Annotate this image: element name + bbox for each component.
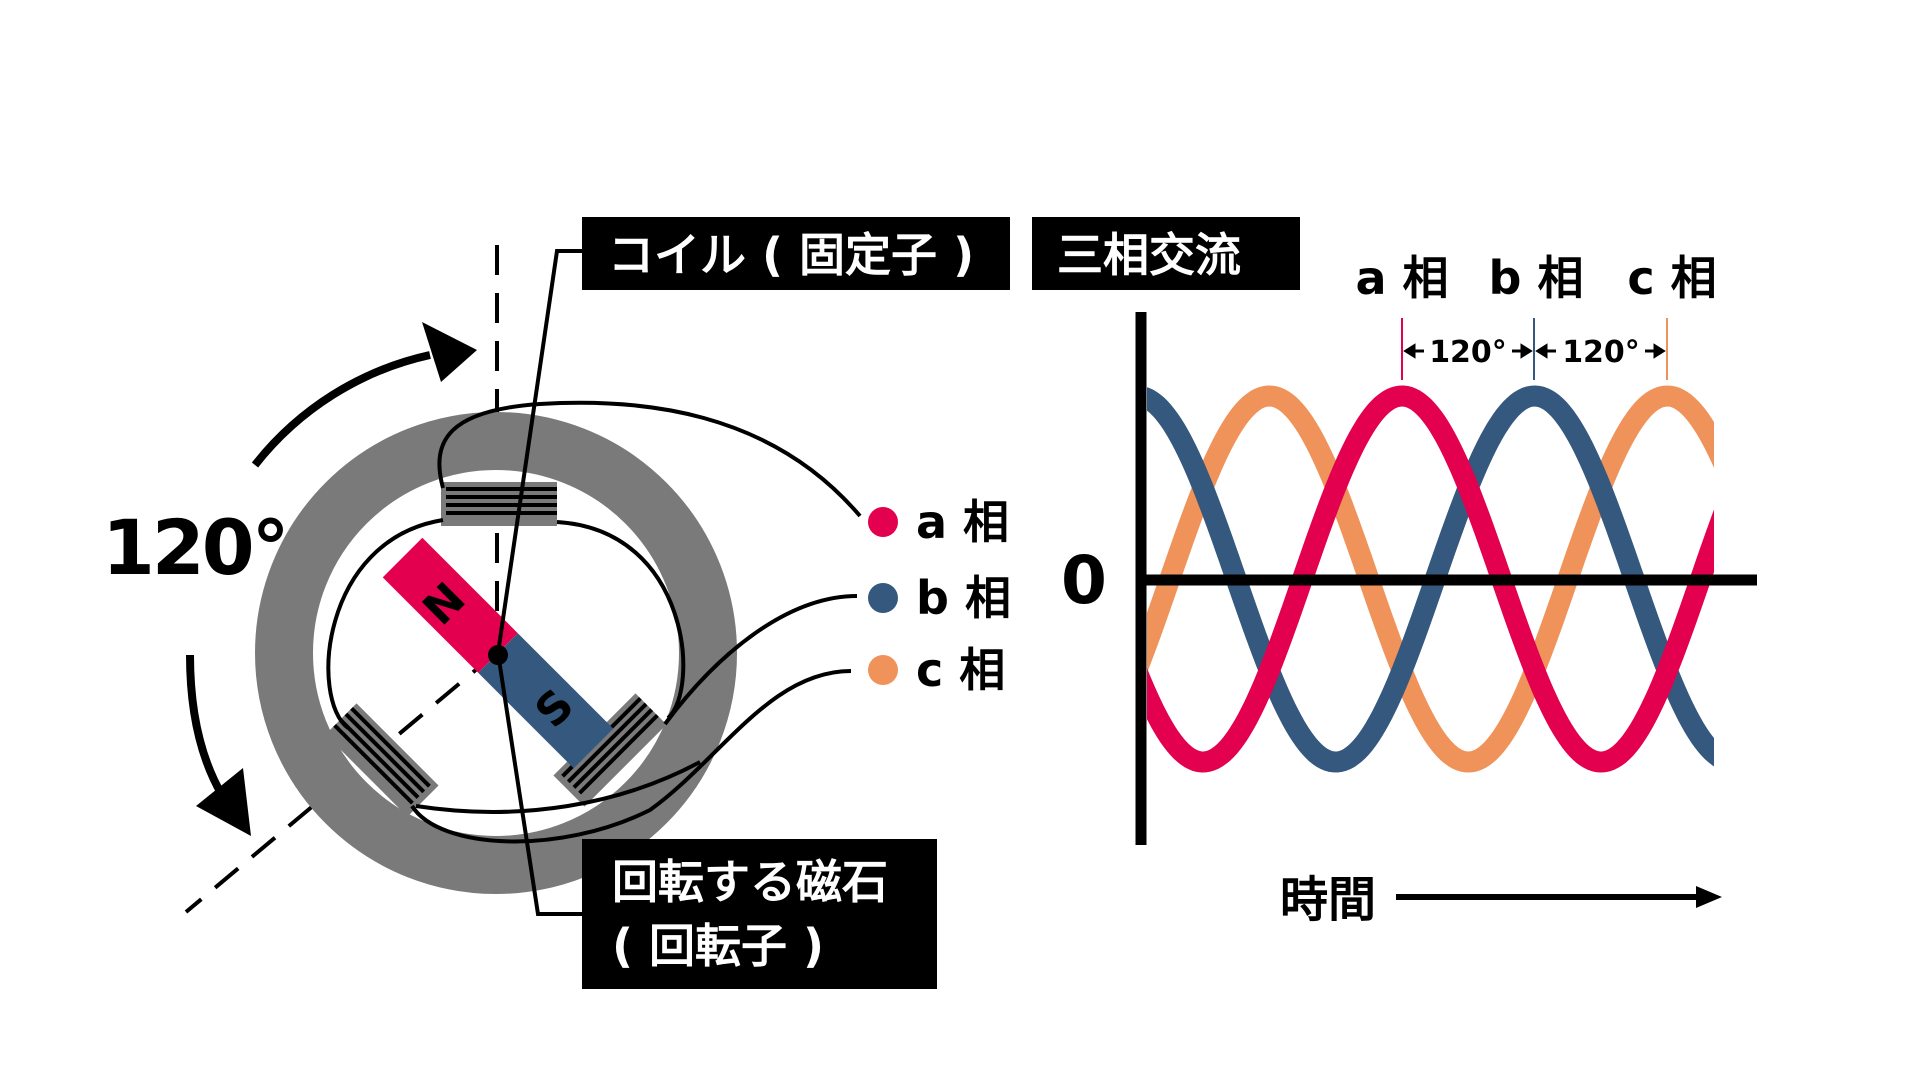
phase-gap-arrows (1403, 343, 1666, 359)
angle-label: 120° (102, 503, 287, 592)
arrowhead-lower-icon (196, 768, 251, 836)
three-phase-title: 三相交流 (1057, 228, 1241, 282)
rotation-arc-lower (186, 654, 226, 798)
stator-ring (255, 412, 737, 894)
rotor-label-box (582, 839, 937, 989)
coil-top (441, 482, 557, 526)
wire-b (663, 594, 858, 726)
rotor-leader-line (496, 652, 582, 916)
wave-phase-a (1147, 385, 1714, 773)
phase-gap-label-2: 120° (1562, 335, 1640, 370)
rotation-arc-upper (251, 351, 431, 468)
rotor-label-line2: ( 回転子 ) (612, 919, 824, 973)
magnet-south (478, 633, 614, 769)
wire-bottom-link (415, 760, 701, 814)
wave-label-b: b 相 (1489, 251, 1584, 305)
coil-label: コイル ( 固定子 ) (608, 228, 974, 282)
wave-phase-b (1147, 385, 1714, 773)
waveforms (1147, 385, 1714, 773)
wire-top-right-loop (556, 520, 686, 720)
coil-label-box (582, 217, 1010, 290)
legend-dot-c (868, 655, 898, 685)
wire-c (410, 669, 852, 844)
wire-a (437, 400, 862, 518)
time-label: 時間 (1280, 872, 1376, 928)
phase-legend: a 相 b 相 c 相 (868, 495, 1011, 697)
wires (326, 400, 862, 844)
zero-label: 0 (1061, 542, 1107, 619)
magnet-north (382, 537, 518, 673)
rotor-magnet: N S (382, 537, 614, 769)
coil-leader-line (496, 249, 582, 654)
three-phase-label-box (1032, 217, 1300, 290)
phase-gap-label-1: 120° (1429, 335, 1507, 370)
wave-phase-c (1147, 385, 1714, 773)
wire-top-left-loop (326, 518, 444, 730)
rotor-pivot (488, 645, 508, 665)
legend-label-c: c 相 (916, 643, 1005, 697)
legend-label-a: a 相 (916, 495, 1009, 549)
legend-dot-a (868, 507, 898, 537)
wave-label-c: c 相 (1627, 251, 1716, 305)
coil-bottom-left (325, 703, 439, 817)
time-arrowhead-icon (1696, 886, 1722, 908)
legend-dot-b (868, 583, 898, 613)
arrowhead-upper-icon (422, 322, 477, 382)
rotor-label-line1: 回転する磁石 (612, 855, 888, 909)
wave-label-a: a 相 (1355, 251, 1448, 305)
legend-label-b: b 相 (916, 571, 1011, 625)
